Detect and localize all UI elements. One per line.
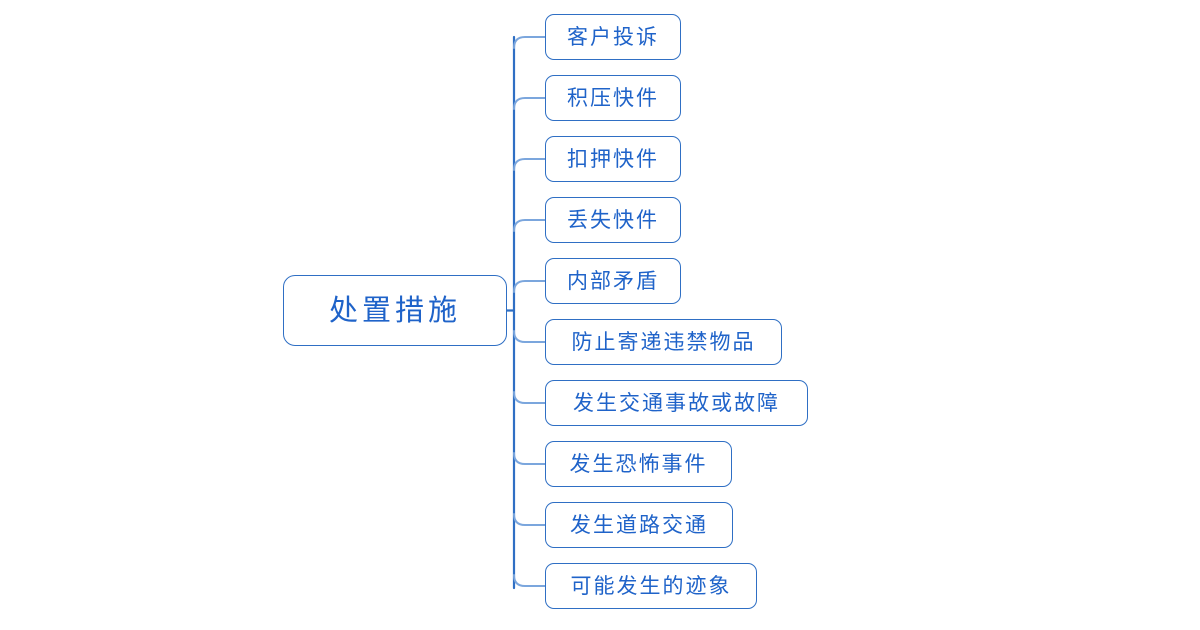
connector-branch-2 xyxy=(513,158,546,171)
root-node[interactable]: 处置措施 xyxy=(283,275,507,346)
mindmap-node-4[interactable]: 内部矛盾 xyxy=(545,258,681,304)
connector-branch-3 xyxy=(513,219,546,232)
root-node-label: 处置措施 xyxy=(328,293,461,327)
mindmap-node-label-3: 丢失快件 xyxy=(567,207,659,232)
connector-branch-6 xyxy=(513,391,546,404)
mindmap-node-label-4: 内部矛盾 xyxy=(567,268,659,293)
mindmap-node-label-9: 可能发生的迹象 xyxy=(570,573,732,598)
connector-branch-5 xyxy=(513,330,546,343)
mindmap-node-7[interactable]: 发生恐怖事件 xyxy=(545,441,732,487)
mindmap-node-0[interactable]: 客户投诉 xyxy=(545,14,681,60)
mindmap-node-6[interactable]: 发生交通事故或故障 xyxy=(545,380,808,426)
mindmap-node-2[interactable]: 扣押快件 xyxy=(545,136,681,182)
mindmap-node-5[interactable]: 防止寄递违禁物品 xyxy=(545,319,782,365)
mindmap-node-label-7: 发生恐怖事件 xyxy=(569,451,708,476)
mindmap-node-3[interactable]: 丢失快件 xyxy=(545,197,681,243)
mindmap-node-9[interactable]: 可能发生的迹象 xyxy=(545,563,757,609)
connector-branch-8 xyxy=(513,513,546,526)
mindmap-node-label-6: 发生交通事故或故障 xyxy=(573,390,780,415)
connector-branch-4 xyxy=(513,280,546,293)
mindmap-node-1[interactable]: 积压快件 xyxy=(545,75,681,121)
connector-branch-1 xyxy=(513,97,546,110)
mindmap-node-label-8: 发生道路交通 xyxy=(570,512,708,537)
mindmap-node-label-0: 客户投诉 xyxy=(567,24,659,49)
mindmap-node-label-1: 积压快件 xyxy=(567,85,659,110)
connector-branch-0 xyxy=(513,36,546,49)
connector-branch-9 xyxy=(513,574,546,587)
mindmap-node-8[interactable]: 发生道路交通 xyxy=(545,502,733,548)
connector-branch-7 xyxy=(513,452,546,465)
mindmap-node-label-5: 防止寄递违禁物品 xyxy=(571,329,756,354)
mindmap-node-label-2: 扣押快件 xyxy=(567,146,659,171)
